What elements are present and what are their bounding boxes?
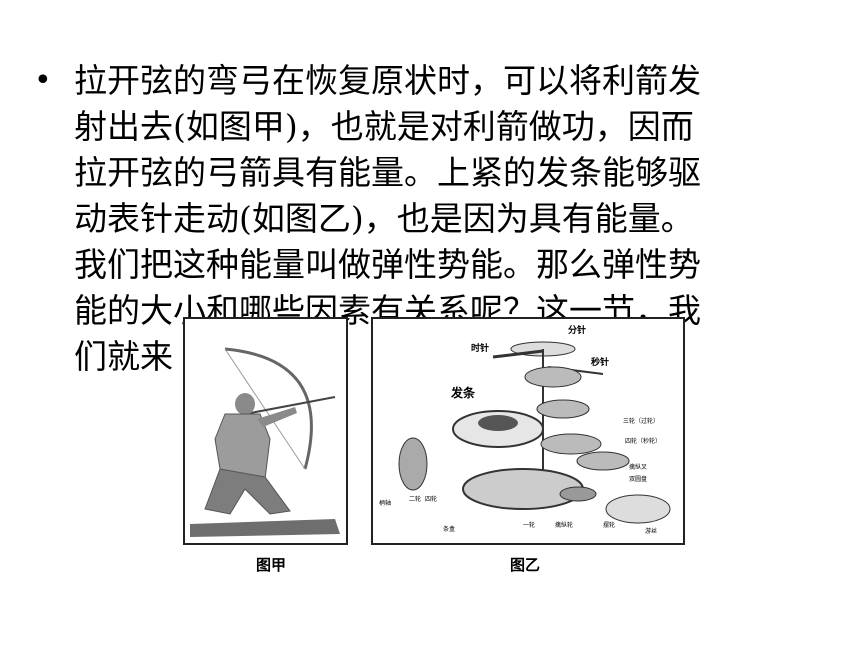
label-second-wheel: 二轮: [409, 495, 421, 503]
label-arbor: 柄轴: [379, 499, 391, 507]
bow-string: [224, 348, 306, 470]
escape-wheel: [559, 486, 597, 502]
body-text-line: 拉开弦的弯弓在恢复原状时，可以将利箭发: [74, 61, 701, 100]
gear-4: [576, 451, 630, 471]
label-escape: 擒纵轮: [555, 521, 573, 529]
label-fork: 擒纵叉: [629, 463, 647, 471]
figure-archer: [183, 317, 348, 545]
label-hour-hand: 时针: [471, 342, 489, 354]
gear-1: [524, 366, 582, 388]
balance-wheel: [605, 494, 671, 524]
body-text-line: 们就来: [74, 337, 173, 376]
statue-base: [190, 519, 340, 537]
gear-3: [540, 433, 602, 455]
hour-hand: [492, 349, 544, 359]
archer-legs: [204, 468, 291, 515]
body-text-line: 我们把这种能量叫做弹性势能。那么弹性势: [74, 245, 701, 284]
clock-mechanism-illustration: 分针 时针 秒针 发条 三轮（过轮） 四轮（秒轮） 擒纵叉 双圆盘 柄轴 二轮 …: [379, 324, 671, 535]
body-text: 拉开弦的弯弓在恢复原状时，可以将利箭发射出去(如图甲)，也就是对利箭做功，因而拉…: [74, 58, 814, 380]
label-barrel: 条盒: [443, 525, 455, 533]
label-pallet: 摆轮: [603, 521, 615, 529]
gear-left: [398, 437, 428, 491]
label-minute-hand: 分针: [568, 324, 586, 336]
label-balance: 游丝: [645, 527, 657, 535]
figure-clock-mechanism: 分针 时针 秒针 发条 三轮（过轮） 四轮（秒轮） 擒纵叉 双圆盘 柄轴 二轮 …: [371, 317, 685, 545]
bullet: •: [34, 63, 52, 98]
label-mainspring: 发条: [450, 385, 476, 400]
label-wheel1: 一轮: [523, 521, 535, 529]
label-second-hand: 秒针: [591, 356, 609, 368]
gear-2: [536, 399, 590, 419]
body-text-line: 射出去(如图甲)，也就是对利箭做功，因而: [74, 107, 694, 146]
archer-illustration: [190, 347, 340, 537]
figure-b-caption: 图乙: [510, 556, 541, 574]
archer-head: [235, 393, 255, 415]
bow: [224, 347, 313, 470]
label-hairspring: 双圆盘: [629, 475, 647, 483]
label-third-wheel: 三轮（过轮）: [623, 417, 659, 425]
body-text-line: 拉开弦的弓箭具有能量。上紧的发条能够驱: [74, 153, 701, 192]
arrow: [244, 396, 336, 415]
archer-arm: [257, 407, 297, 427]
figure-a-caption: 图甲: [256, 556, 287, 574]
body-text-line: 动表针走动(如图乙)，也是因为具有能量。: [74, 199, 694, 238]
label-fourth-wheel: 四轮（秒轮）: [625, 437, 661, 445]
label-center-wheel: 四轮: [425, 495, 437, 503]
